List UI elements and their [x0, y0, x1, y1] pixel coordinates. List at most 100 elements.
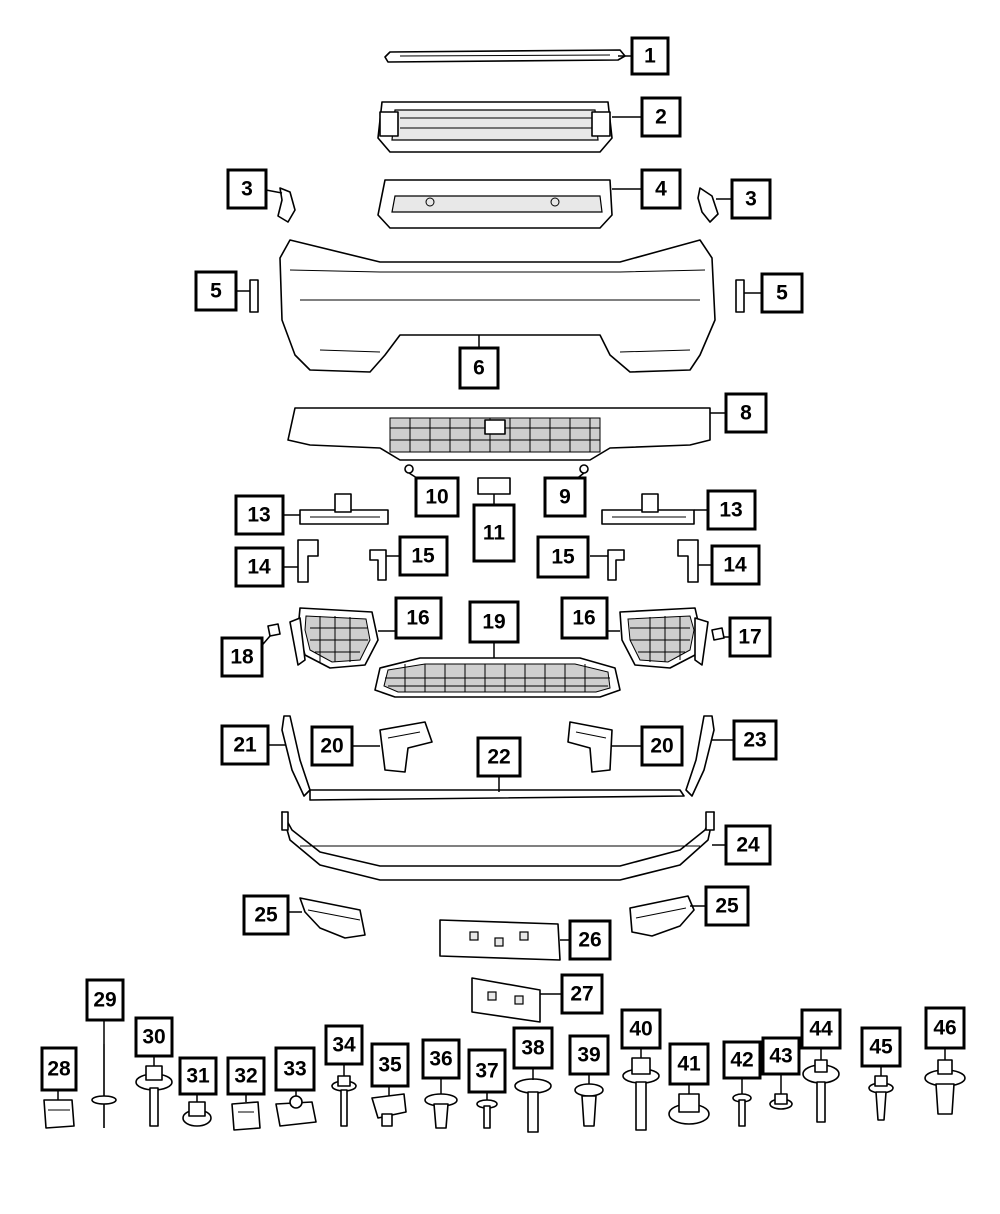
callout-35: 35: [370, 1042, 410, 1088]
part-11-sensor-cover: [477, 477, 511, 505]
callout-8-label: 8: [740, 402, 752, 425]
callout-27-label: 27: [570, 983, 593, 1006]
part-20-left-duct: [352, 721, 433, 773]
callout-24-label: 24: [736, 834, 760, 857]
callout-22-label: 22: [487, 746, 510, 769]
callout-26-label: 26: [578, 929, 601, 952]
callout-40: 40: [620, 1008, 662, 1050]
part-37-rivet: [476, 1092, 498, 1129]
part-13-right-bracket: [601, 493, 708, 525]
callout-14-right: 14: [710, 544, 761, 586]
callout-6: 6: [458, 346, 500, 390]
callout-41: 41: [668, 1042, 710, 1086]
part-33-speed-nut: [275, 1090, 317, 1127]
part-15-left-bracket: [369, 549, 400, 581]
callout-5-right: 5: [760, 272, 804, 314]
callout-19: 19: [468, 600, 520, 644]
callout-32: 32: [226, 1056, 266, 1096]
callout-43-label: 43: [769, 1045, 792, 1068]
callout-14-left: 14: [234, 546, 285, 588]
callout-19-label: 19: [482, 611, 505, 634]
callout-33: 33: [274, 1046, 316, 1092]
callout-25-left: 25: [242, 894, 290, 936]
part-2-reinforcement-beam: [377, 101, 642, 153]
callout-5-left: 5: [194, 270, 238, 312]
part-5-left-side-bracket: [236, 279, 259, 313]
callout-10-label: 10: [425, 486, 448, 509]
part-35-clip: [371, 1086, 407, 1127]
part-32-clip: [231, 1094, 261, 1131]
callout-3-left: 3: [226, 168, 268, 210]
callout-30: 30: [134, 1016, 174, 1058]
callout-16-right-label: 16: [572, 607, 595, 630]
callout-9-label: 9: [559, 486, 571, 509]
callout-32-label: 32: [234, 1065, 257, 1088]
part-39-push-retainer: [574, 1074, 604, 1127]
callout-20-left-label: 20: [320, 735, 343, 758]
callout-11: 11: [472, 503, 516, 563]
callout-26: 26: [568, 919, 612, 961]
callout-13-right-label: 13: [719, 499, 742, 522]
callout-6-label: 6: [473, 357, 485, 380]
callout-13-left-label: 13: [247, 504, 270, 527]
callout-35-label: 35: [378, 1054, 402, 1077]
callout-1: 1: [630, 36, 670, 76]
callout-9: 9: [543, 476, 587, 518]
callout-42: 42: [722, 1040, 762, 1080]
part-8-grille-support: [287, 407, 726, 461]
part-36-push-pin: [424, 1078, 458, 1129]
part-25-right-corner: [629, 895, 706, 937]
part-3-left-bracket: [265, 187, 296, 223]
callout-15-right-label: 15: [551, 546, 575, 569]
callout-4: 4: [640, 168, 682, 210]
part-46-push-pin: [924, 1048, 966, 1115]
callout-28: 28: [40, 1046, 78, 1092]
callout-23-label: 23: [743, 729, 766, 752]
callout-3-right-label: 3: [745, 188, 757, 211]
part-25-left-corner: [288, 897, 366, 939]
callout-20-left: 20: [310, 725, 354, 767]
part-34-screw: [331, 1064, 357, 1127]
part-19-lower-grille: [374, 642, 621, 698]
part-21-left-trim: [268, 715, 311, 797]
callout-1-label: 1: [644, 45, 656, 68]
part-27-plate-backing: [471, 977, 562, 1023]
callout-2: 2: [640, 96, 682, 138]
part-42-screw: [732, 1078, 752, 1127]
part-24-lower-fascia: [281, 811, 726, 881]
callout-14-right-label: 14: [723, 554, 747, 577]
callout-38-label: 38: [521, 1037, 545, 1060]
callout-44-label: 44: [809, 1018, 833, 1041]
callout-40-label: 40: [629, 1018, 652, 1041]
part-3-right-bracket: [697, 187, 732, 223]
part-26-license-bracket: [439, 919, 570, 961]
callout-45: 45: [860, 1026, 902, 1068]
callout-15-left: 15: [398, 535, 449, 577]
callout-29-label: 29: [93, 989, 116, 1012]
callout-18-label: 18: [230, 646, 254, 669]
part-20-right-duct: [567, 721, 642, 773]
callout-31-label: 31: [186, 1065, 210, 1088]
callout-11-label: 11: [483, 522, 506, 545]
callout-23: 23: [732, 719, 778, 761]
callout-13-left: 13: [234, 494, 285, 536]
part-14-right-bracket: [677, 539, 712, 583]
part-29-pin: [91, 1020, 117, 1128]
callout-39: 39: [568, 1034, 610, 1076]
callout-31: 31: [178, 1056, 218, 1096]
callout-20-right-label: 20: [650, 735, 673, 758]
callout-3-right: 3: [730, 178, 772, 220]
callout-14-left-label: 14: [247, 556, 271, 579]
part-13-left-bracket: [283, 493, 389, 525]
callout-34-label: 34: [332, 1034, 356, 1057]
callout-41-label: 41: [677, 1053, 701, 1076]
callout-36: 36: [421, 1038, 461, 1080]
part-14-left-bracket: [283, 539, 319, 583]
callout-4-label: 4: [655, 178, 667, 201]
callout-16-left-label: 16: [406, 607, 429, 630]
callout-8: 8: [724, 392, 768, 434]
callout-37: 37: [467, 1048, 507, 1094]
part-5-right-side-bracket: [735, 279, 762, 313]
callout-28-label: 28: [47, 1058, 71, 1081]
